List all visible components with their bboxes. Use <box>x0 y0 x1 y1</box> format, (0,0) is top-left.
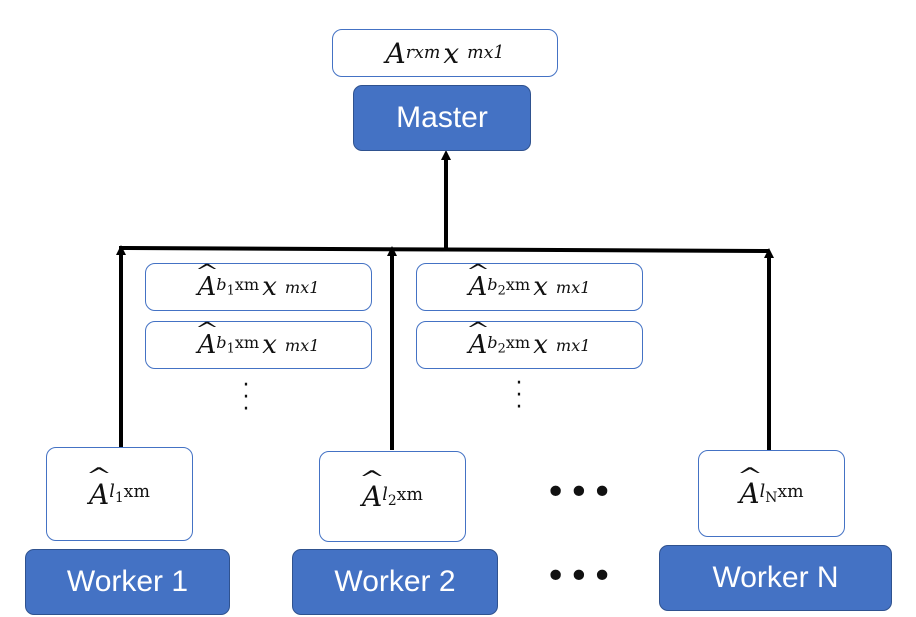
vertical-ellipsis: · · · <box>242 373 250 422</box>
horizontal-ellipsis: ••• <box>545 472 615 513</box>
master-matrix: A <box>385 36 406 70</box>
worker-2-node: Worker 2 <box>292 549 498 615</box>
worker-n-label: Worker N <box>712 561 839 594</box>
worker-n-node: Worker N <box>659 545 892 611</box>
master-node: Master <box>353 85 531 151</box>
bus-line <box>118 246 770 253</box>
master-label: Master <box>396 101 488 134</box>
horizontal-ellipsis: ••• <box>545 556 615 597</box>
worker-1-label: Worker 1 <box>66 565 189 598</box>
worker-2-label: Worker 2 <box>334 565 456 598</box>
master-vector: x <box>443 36 460 70</box>
vertical-ellipsis: · · · <box>515 371 523 420</box>
worker-1-node: Worker 1 <box>25 549 230 615</box>
